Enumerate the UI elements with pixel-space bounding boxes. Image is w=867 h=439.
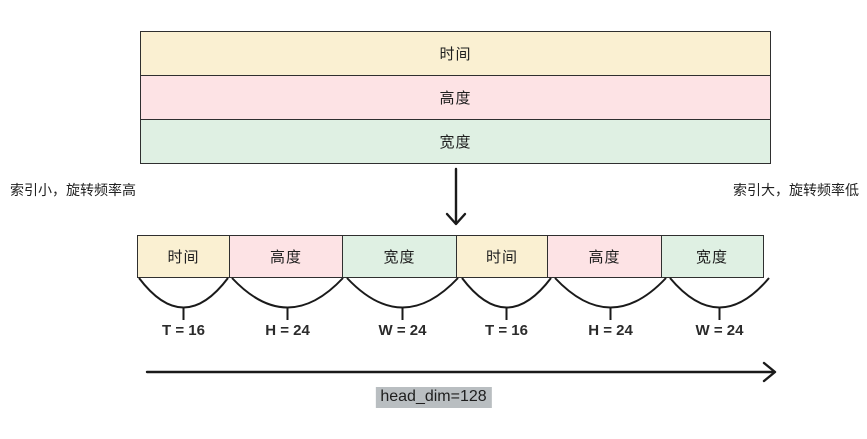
dim-label-h1: H = 24	[265, 322, 310, 339]
note-large-index-low-frequency: 索引大，旋转频率低	[733, 182, 859, 198]
segment-width-2: 宽度	[660, 235, 764, 278]
dim-label-t2: T = 16	[485, 322, 528, 339]
segment-height-2: 高度	[547, 235, 662, 278]
dim-labels: T = 16 H = 24 W = 24 T = 16 H = 24 W = 2…	[137, 322, 771, 339]
dim-label-h2: H = 24	[588, 322, 633, 339]
top-stack-row-width: 宽度	[141, 119, 770, 163]
head-dim-label: head_dim=128	[375, 387, 492, 408]
segment-time-1: 时间	[137, 235, 230, 278]
top-stack-row-height: 高度	[141, 75, 770, 119]
right-arrow-icon	[145, 361, 777, 383]
bottom-row: 时间 高度 宽度 时间 高度 宽度	[137, 235, 771, 278]
dim-label-w1: W = 24	[378, 322, 427, 339]
segment-braces	[138, 277, 770, 320]
note-small-index-high-frequency: 索引小，旋转频率高	[10, 182, 136, 198]
dim-label-t1: T = 16	[162, 322, 205, 339]
segment-width-1: 宽度	[342, 235, 457, 278]
top-stack-row-time: 时间	[141, 32, 770, 75]
dim-label-w2: W = 24	[695, 322, 744, 339]
segment-time-2: 时间	[455, 235, 549, 278]
top-stack: 时间 高度 宽度	[140, 31, 771, 164]
segment-height-1: 高度	[228, 235, 344, 278]
down-arrow-icon	[445, 167, 467, 226]
